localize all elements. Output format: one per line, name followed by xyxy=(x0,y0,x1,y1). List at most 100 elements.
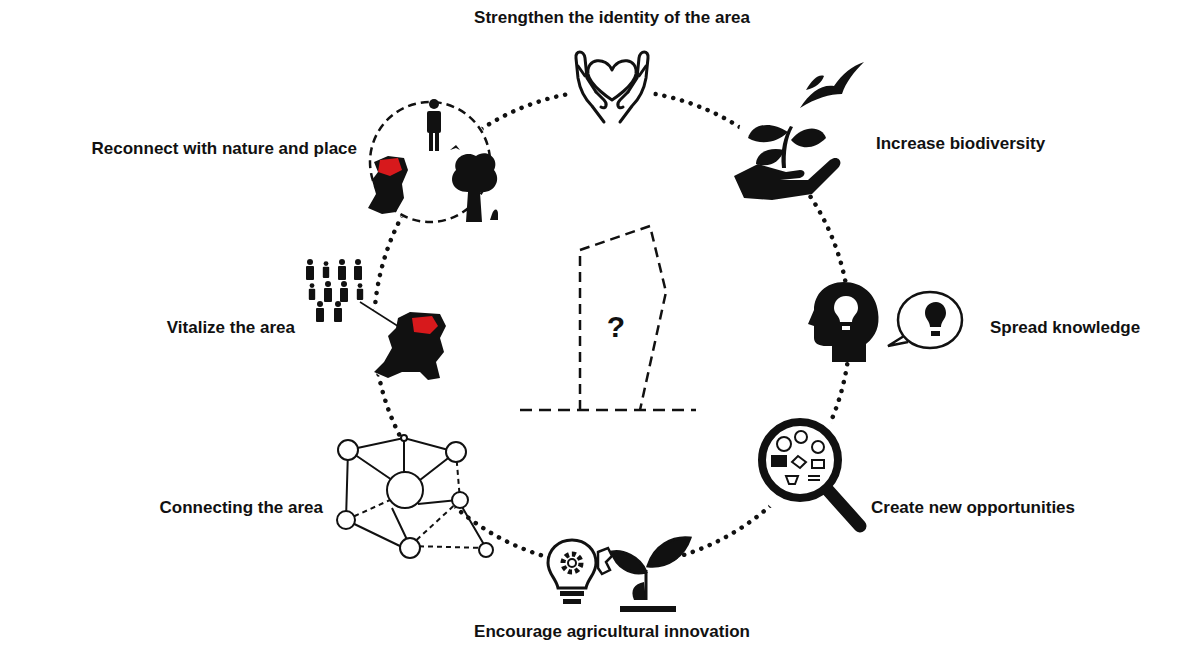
icon-ground xyxy=(353,46,890,616)
opportunities-icon xyxy=(786,476,798,484)
vitalize-icon xyxy=(335,301,341,307)
question-mark: ? xyxy=(607,312,625,342)
vitalize-icon xyxy=(412,316,438,334)
innovation-icon xyxy=(598,548,612,574)
vitalize-icon xyxy=(339,259,345,265)
innovation-icon xyxy=(568,559,576,567)
network-icon xyxy=(446,442,466,462)
goal-label: Reconnect with nature and place xyxy=(92,139,357,159)
opportunities-icon xyxy=(812,460,824,468)
biodiversity-icon xyxy=(800,62,864,108)
opportunities-icon xyxy=(808,476,820,480)
vitalize-icon xyxy=(323,267,329,278)
hands-heart-icon xyxy=(588,61,636,100)
network-icon xyxy=(479,543,493,557)
opportunities-icon xyxy=(772,431,824,484)
reconnect-icon xyxy=(435,131,439,151)
network-icon xyxy=(346,452,484,548)
icon-ground xyxy=(361,296,449,384)
reconnect-icon xyxy=(368,99,498,222)
opportunities-icon xyxy=(826,488,860,526)
vitalize-icon xyxy=(340,288,348,302)
knowledge-icon xyxy=(834,296,858,330)
vitalize-icon xyxy=(317,301,323,307)
innovation-icon xyxy=(563,554,581,572)
vitalize-icon xyxy=(357,289,363,300)
goal-label: Increase biodiversity xyxy=(876,134,1045,154)
vitalize-icon xyxy=(358,283,363,288)
goal-label: Spread knowledge xyxy=(990,318,1140,338)
opportunities-icon xyxy=(792,456,806,468)
reconnect-icon xyxy=(429,99,439,109)
vitalize-icon xyxy=(309,289,315,300)
vitalize-icon xyxy=(316,308,324,322)
vitalize-icon xyxy=(310,283,315,288)
vitalize-icon xyxy=(374,312,446,380)
knowledge-icon xyxy=(808,282,879,362)
reconnect-icon xyxy=(378,158,402,176)
opportunities-icon xyxy=(772,456,786,466)
opportunities-icon xyxy=(795,431,807,443)
vitalize-icon xyxy=(307,259,313,265)
vitalize-icon xyxy=(334,308,342,322)
question-shape: ? xyxy=(572,222,672,412)
biodiversity-icon xyxy=(791,129,826,148)
network-icon xyxy=(338,440,358,460)
goal-label: Vitalize the area xyxy=(167,318,295,338)
goal-label: Encourage agricultural innovation xyxy=(474,622,750,642)
innovation-icon xyxy=(563,599,581,604)
goal-label: Create new opportunities xyxy=(871,498,1075,518)
reconnect-icon xyxy=(368,156,408,214)
innovation-icon xyxy=(548,540,596,588)
vitalize-icon xyxy=(354,266,362,280)
biodiversity-icon xyxy=(806,76,824,90)
hands-heart-icon xyxy=(576,52,604,122)
reconnect-icon xyxy=(429,131,433,151)
innovation-icon xyxy=(560,591,584,596)
goal-label: Strengthen the identity of the area xyxy=(474,8,750,28)
vitalize-icon xyxy=(306,266,314,280)
biodiversity-icon xyxy=(734,158,840,200)
reconnect-icon xyxy=(490,210,498,221)
biodiversity-icon xyxy=(748,125,788,142)
network-icon xyxy=(400,538,420,558)
innovation-icon xyxy=(548,538,690,612)
opportunities-icon xyxy=(762,422,838,498)
hands-heart-icon xyxy=(620,52,648,122)
innovation-icon xyxy=(620,582,676,612)
opportunities-icon xyxy=(777,437,791,451)
dashed-outline xyxy=(580,226,666,410)
innovation-icon xyxy=(612,538,690,600)
biodiversity-icon xyxy=(734,62,864,200)
knowledge-icon xyxy=(888,292,962,348)
hands-heart-icon xyxy=(576,52,648,122)
vitalize-icon xyxy=(355,259,361,265)
network-icon xyxy=(452,492,468,508)
network-icon xyxy=(337,435,493,558)
biodiversity-icon xyxy=(756,149,784,165)
vitalize-icon xyxy=(324,261,329,266)
vitalize-icon xyxy=(338,266,346,280)
vitalize-icon xyxy=(324,288,332,302)
network-icon xyxy=(401,435,407,441)
goal-label: Connecting the area xyxy=(160,498,323,518)
hands-heart-icon xyxy=(578,66,606,108)
opportunities-icon xyxy=(762,422,860,526)
vitalize-icon xyxy=(325,281,331,287)
network-icon xyxy=(387,472,423,508)
reconnect-icon xyxy=(427,111,441,133)
knowledge-icon xyxy=(808,282,962,362)
network-icon xyxy=(337,435,493,558)
ground-line xyxy=(520,409,696,412)
icon-ground xyxy=(570,46,654,130)
vitalize-icon xyxy=(306,259,363,322)
hands-heart-icon xyxy=(618,66,646,108)
reconnect-icon xyxy=(452,153,497,222)
network-icon xyxy=(346,438,486,548)
network-icon xyxy=(337,511,355,529)
knowledge-icon xyxy=(925,302,946,336)
vitalize-icon xyxy=(306,259,446,380)
opportunities-icon xyxy=(812,441,824,453)
vitalize-icon xyxy=(341,281,347,287)
reconnect-icon xyxy=(450,145,460,150)
